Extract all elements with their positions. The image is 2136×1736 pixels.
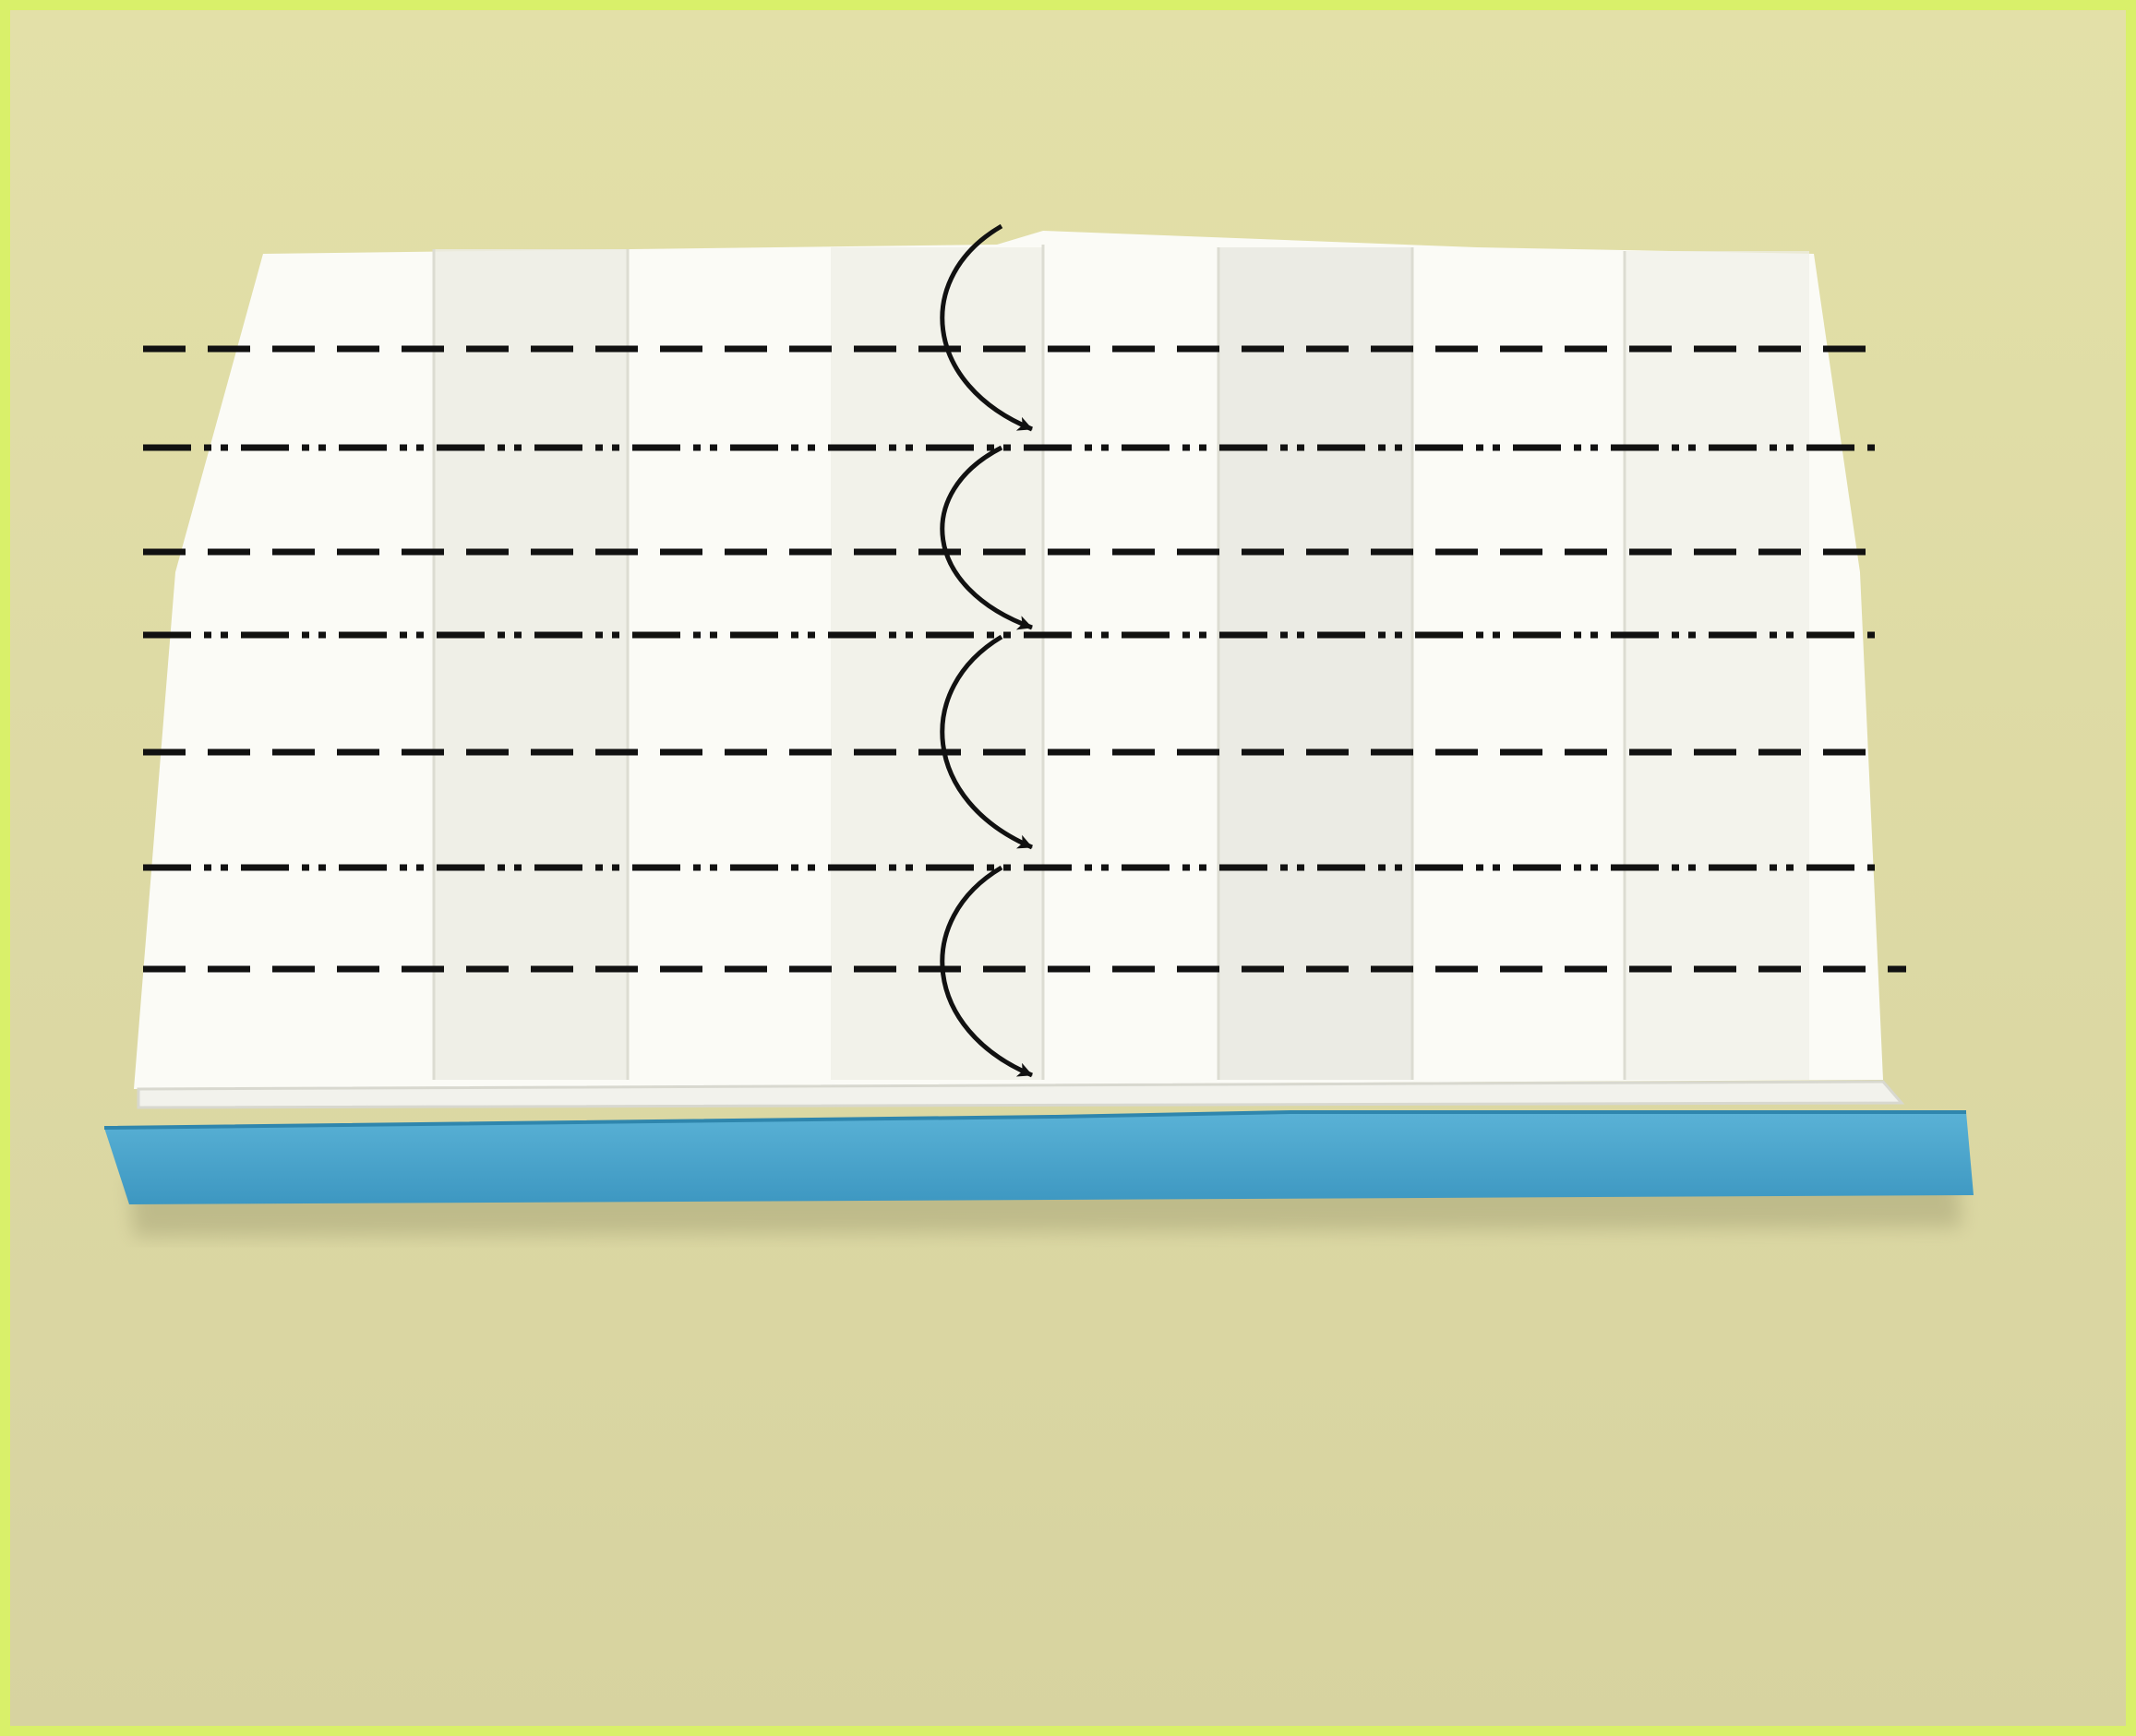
paper-sheet (134, 231, 1902, 1107)
